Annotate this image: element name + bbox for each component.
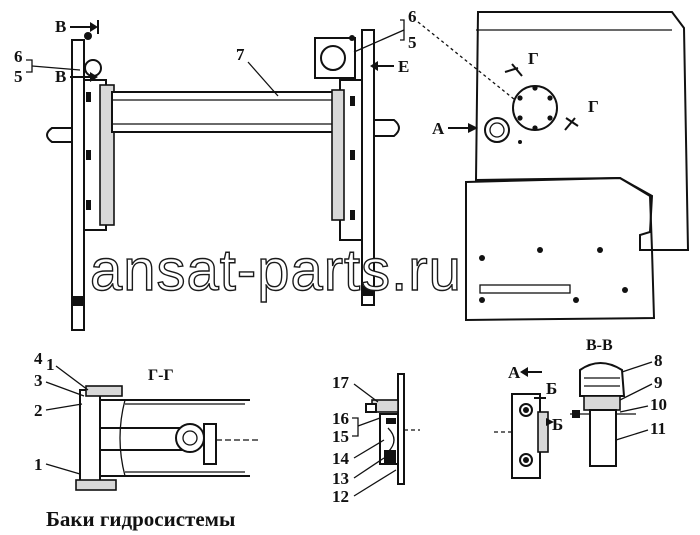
bracket-line bbox=[26, 59, 33, 73]
tank-lower-plate bbox=[465, 176, 656, 322]
svg-text:А: А bbox=[508, 363, 521, 382]
part-6-left: 6 bbox=[14, 47, 23, 66]
section-gg-drawing bbox=[75, 385, 260, 491]
part-4: 4 bbox=[34, 349, 43, 368]
bolt-icon bbox=[84, 32, 92, 40]
bolt-icon bbox=[517, 95, 523, 101]
part-3: 3 bbox=[34, 371, 43, 390]
small-screw bbox=[365, 403, 377, 413]
view-mark-b-mid: В bbox=[55, 67, 98, 86]
view-mark-b-top: В bbox=[55, 17, 99, 36]
bolt-icon bbox=[86, 150, 91, 160]
part-8: 8 bbox=[654, 351, 663, 370]
svg-text:Г: Г bbox=[588, 97, 599, 116]
bolt-icon bbox=[350, 150, 355, 160]
bolt-icon bbox=[573, 297, 579, 303]
flange-plate bbox=[79, 389, 101, 487]
bolt-icon bbox=[479, 255, 485, 261]
filter-body bbox=[589, 409, 617, 467]
part-11: 11 bbox=[650, 419, 666, 438]
part-6-right: 6 bbox=[408, 7, 417, 26]
leader-line bbox=[247, 61, 279, 97]
view-mark-a-bottom: А bbox=[508, 363, 542, 382]
part-15: 15 bbox=[332, 427, 349, 446]
part-13: 13 bbox=[332, 469, 349, 488]
top-bolt bbox=[85, 385, 123, 397]
part-17: 17 bbox=[332, 373, 350, 392]
svg-text:В: В bbox=[55, 67, 66, 86]
bolt-icon bbox=[547, 115, 553, 121]
bolt-icon bbox=[362, 286, 374, 296]
bolt-icon bbox=[622, 287, 628, 293]
right-top-hole bbox=[320, 45, 346, 71]
bolt-icon bbox=[72, 296, 84, 306]
part-14: 14 bbox=[332, 449, 350, 468]
caption: Баки гидросистемы bbox=[46, 507, 235, 531]
bolt-icon bbox=[86, 200, 91, 210]
watermark-text: ansat-parts.ru bbox=[90, 238, 462, 303]
bolt-icon bbox=[349, 35, 355, 41]
tank-flange-circle bbox=[512, 85, 558, 131]
view-mark-b-lower: Б bbox=[552, 415, 563, 434]
svg-text:В: В bbox=[55, 17, 66, 36]
section-mark-g-right: Г bbox=[564, 97, 599, 131]
cap-top bbox=[579, 362, 626, 397]
bolt-icon bbox=[517, 115, 523, 121]
view-mark-e: Е bbox=[370, 57, 409, 76]
left-flange bbox=[99, 84, 115, 226]
slot bbox=[479, 284, 571, 294]
tank-port bbox=[484, 117, 510, 143]
filter-cap-detail bbox=[365, 373, 420, 485]
svg-text:Г: Г bbox=[528, 49, 539, 68]
valve-body bbox=[203, 423, 217, 465]
left-handle-knob bbox=[46, 127, 73, 143]
right-flange bbox=[331, 89, 345, 221]
bolt-icon bbox=[518, 140, 522, 144]
part-16: 16 bbox=[332, 409, 349, 428]
bracket-side-view bbox=[494, 393, 549, 479]
left-top-eye bbox=[84, 59, 102, 77]
bolt-icon bbox=[532, 125, 538, 131]
view-mark-a-top: А bbox=[432, 119, 478, 138]
crossbar-tube bbox=[111, 91, 338, 133]
part-12: 12 bbox=[332, 487, 349, 506]
tank-side-view bbox=[465, 11, 690, 322]
clamp bbox=[537, 411, 549, 453]
svg-text:Е: Е bbox=[398, 57, 409, 76]
part-1-top: 1 bbox=[46, 355, 55, 374]
view-mark-b-upper: Б bbox=[546, 379, 557, 398]
part-9: 9 bbox=[654, 373, 663, 392]
bolt-icon bbox=[597, 247, 603, 253]
section-mark-g-top: Г bbox=[504, 49, 539, 77]
part-7: 7 bbox=[236, 45, 245, 64]
left-mount-plate bbox=[71, 39, 85, 331]
bolt-icon bbox=[537, 247, 543, 253]
svg-text:А: А bbox=[432, 119, 445, 138]
bolt-icon bbox=[350, 96, 355, 106]
valve-eye bbox=[175, 423, 205, 453]
bolt-icon bbox=[86, 92, 91, 102]
collar bbox=[583, 395, 621, 411]
part-5-left: 5 bbox=[14, 67, 23, 86]
part-2: 2 bbox=[34, 401, 43, 420]
bottom-bolt bbox=[75, 479, 117, 491]
tank-frame-assembly bbox=[46, 29, 400, 331]
bolt-icon bbox=[532, 85, 538, 91]
section-title-gg: Г-Г bbox=[148, 367, 174, 384]
section-vv-drawing bbox=[570, 362, 636, 467]
part-5-right: 5 bbox=[408, 33, 417, 52]
section-title-vv: В-В bbox=[586, 337, 613, 354]
right-handle-knob bbox=[373, 119, 400, 137]
part-1-bottom: 1 bbox=[34, 455, 43, 474]
bolt-icon bbox=[350, 210, 355, 220]
bolt-icon bbox=[479, 297, 485, 303]
part-10: 10 bbox=[650, 395, 667, 414]
bolt-icon bbox=[547, 95, 553, 101]
